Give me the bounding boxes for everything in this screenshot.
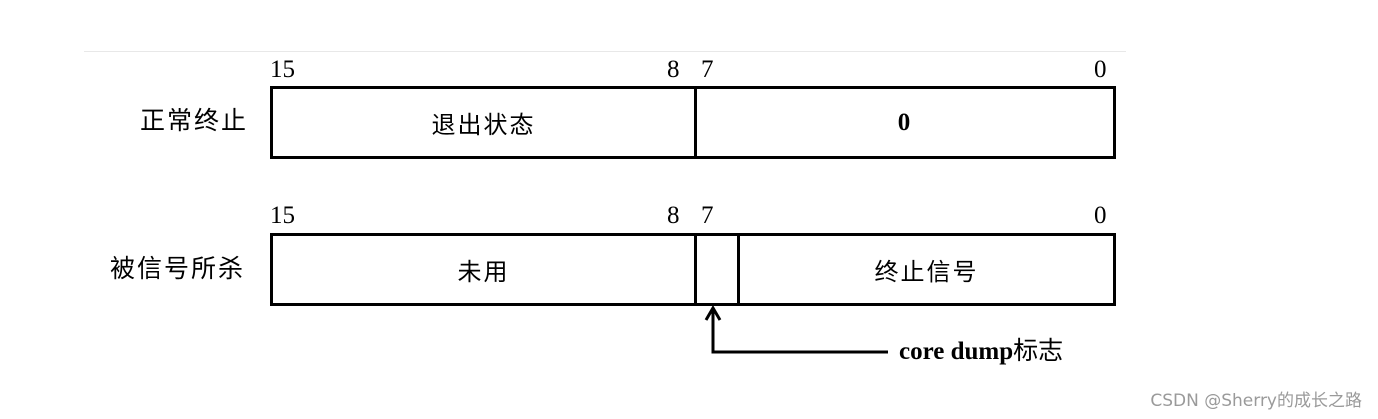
bit-0-label: 0 — [1094, 56, 1107, 83]
bit-7-label: 7 — [701, 56, 714, 83]
flag-text: 标志 — [1013, 336, 1064, 365]
signal-killed-label: 被信号所杀 — [110, 254, 246, 283]
bit-15-label: 15 — [270, 56, 295, 83]
normal-exit-label: 正常终止 — [140, 106, 249, 135]
core-dump-flag-bit — [694, 236, 737, 303]
exit-status-field: 退出状态 — [431, 111, 536, 139]
unused-field: 未用 — [457, 258, 510, 286]
zero-field: 0 — [694, 89, 1113, 156]
watermark: CSDN @Sherry的成长之路 — [1150, 391, 1362, 411]
bit-8-label: 8 — [667, 56, 680, 83]
bit-8-label: 8 — [667, 202, 680, 229]
signal-killed-register: 未用 终止信号 — [270, 233, 1116, 306]
bit-0-label: 0 — [1094, 202, 1107, 229]
core-dump-flag-annotation: core dump标志 — [899, 338, 1063, 364]
core-dump-text: core dump — [899, 338, 1014, 365]
normal-exit-register: 退出状态 0 — [270, 86, 1116, 159]
bit-15-label: 15 — [270, 202, 295, 229]
bit-7-label: 7 — [701, 202, 714, 229]
termination-signal-field: 终止信号 — [737, 236, 1113, 303]
top-divider-line — [84, 51, 1126, 52]
